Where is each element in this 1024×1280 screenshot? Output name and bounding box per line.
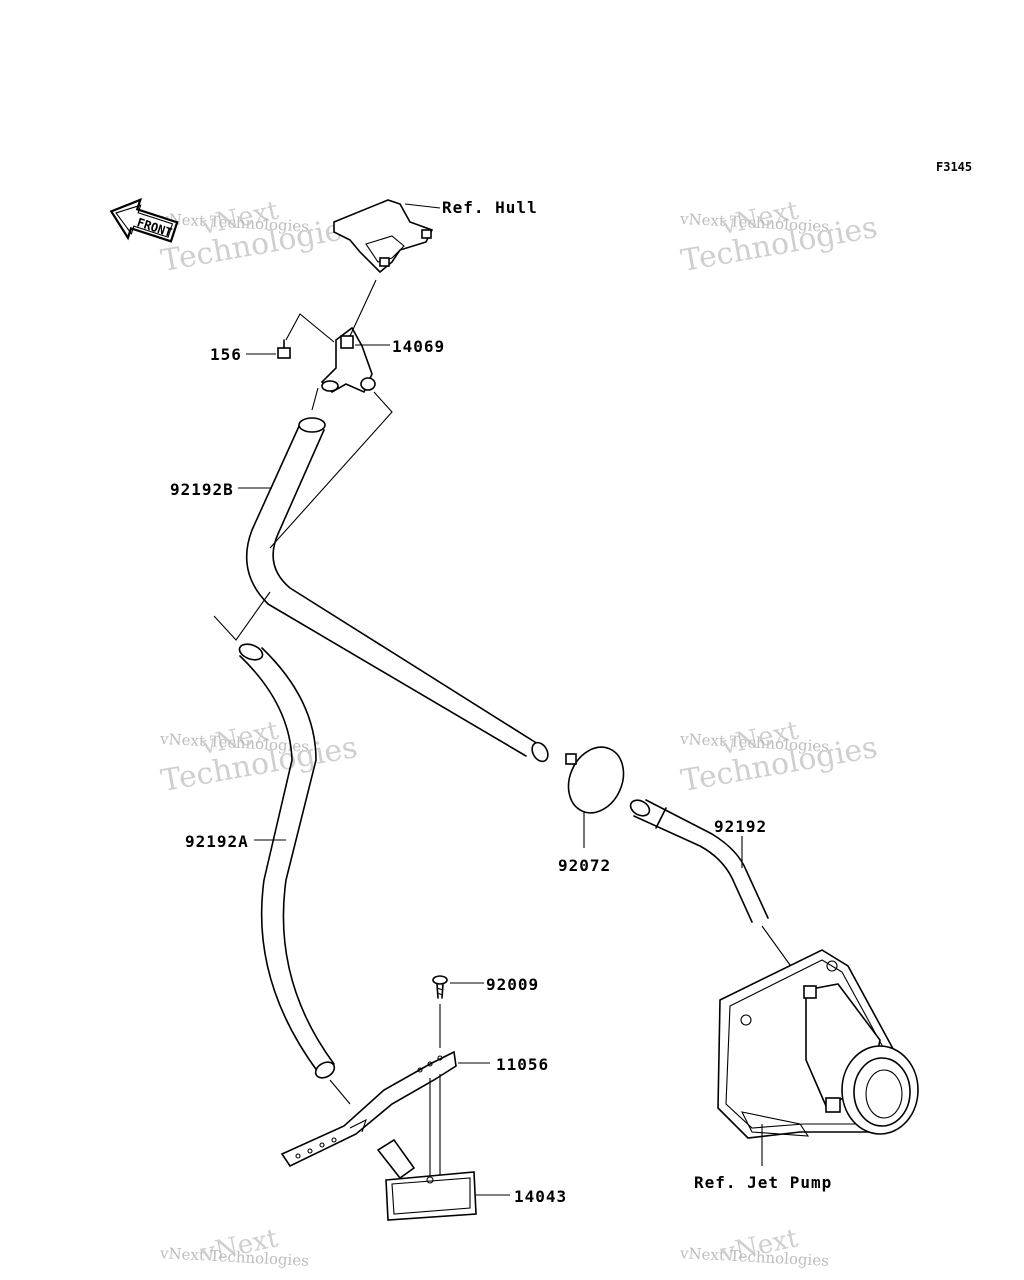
front-arrow-icon: FRONT bbox=[109, 197, 179, 243]
elbow-fitting-14069 bbox=[320, 326, 376, 394]
label-92072: 92072 bbox=[558, 856, 612, 875]
leader-line bbox=[269, 391, 393, 549]
hose-92192B bbox=[245, 417, 549, 763]
leader-line bbox=[329, 1079, 351, 1105]
leader-line bbox=[213, 591, 271, 641]
leader-line bbox=[285, 313, 335, 343]
label-14043: 14043 bbox=[514, 1187, 568, 1206]
jet-pump bbox=[717, 949, 919, 1139]
strainer-14043 bbox=[376, 1138, 477, 1221]
hose-92192 bbox=[629, 799, 769, 923]
label-ref-hull: Ref. Hull bbox=[442, 198, 538, 217]
leader-line bbox=[404, 203, 441, 209]
bolt-156 bbox=[277, 339, 291, 359]
label-156: 156 bbox=[210, 345, 242, 364]
figure-code: F3145 bbox=[936, 160, 973, 174]
label-11056: 11056 bbox=[496, 1055, 550, 1074]
label-92192B: 92192B bbox=[170, 480, 234, 499]
hull-bracket bbox=[333, 199, 434, 274]
label-92192A: 92192A bbox=[185, 832, 249, 851]
leader-line bbox=[349, 279, 377, 337]
bracket-11056 bbox=[280, 1050, 457, 1168]
leader-line bbox=[311, 387, 319, 411]
clamp-92072 bbox=[565, 746, 625, 814]
label-92009: 92009 bbox=[486, 975, 540, 994]
label-92192: 92192 bbox=[714, 817, 768, 836]
label-ref-jet-pump: Ref. Jet Pump bbox=[694, 1173, 833, 1192]
hose-92192A bbox=[238, 643, 336, 1079]
screw-92009 bbox=[432, 975, 448, 999]
label-14069: 14069 bbox=[392, 337, 446, 356]
